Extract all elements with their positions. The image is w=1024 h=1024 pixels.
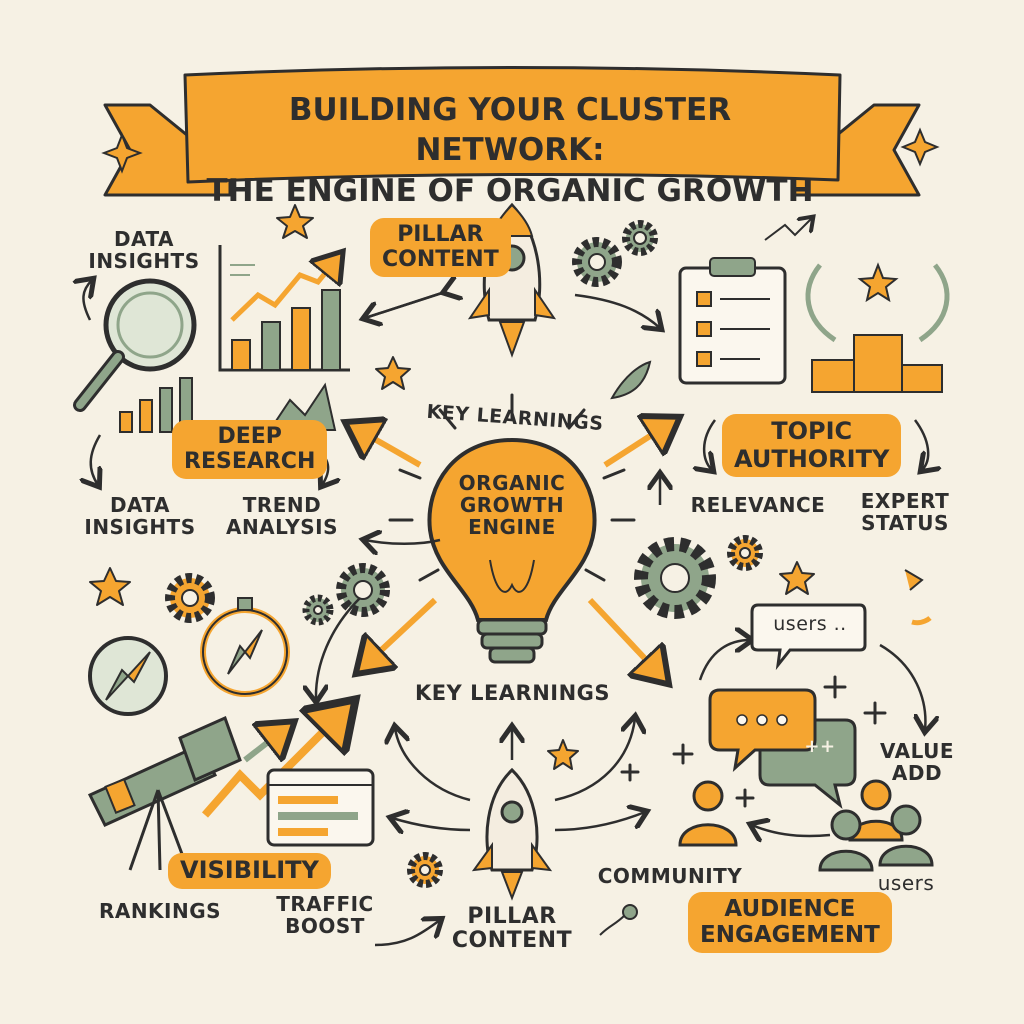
deep-research-badge: DEEP RESEARCH bbox=[172, 420, 328, 479]
compass-icon bbox=[88, 597, 290, 716]
relevance-label: RELEVANCE bbox=[690, 493, 826, 517]
banner-title: BUILDING YOUR CLUSTER NETWORK: THE ENGIN… bbox=[206, 92, 814, 209]
title-banner bbox=[103, 66, 921, 197]
users-bubble-label: users .. bbox=[773, 613, 847, 635]
award-podium-icon bbox=[805, 262, 950, 393]
bubble-plus-label: ++ bbox=[804, 736, 836, 757]
leaf-icon bbox=[599, 360, 932, 936]
value-add-label: VALUE ADD bbox=[879, 739, 955, 785]
checklist-icon bbox=[678, 218, 812, 385]
trend-analysis-label: TREND ANALYSIS bbox=[225, 493, 339, 539]
pillar-content-bottom-label: PILLAR CONTENT bbox=[451, 904, 573, 954]
telescope-icon bbox=[87, 715, 242, 871]
community-label: COMMUNITY bbox=[597, 864, 743, 888]
connector-arrows bbox=[83, 280, 928, 947]
rocket-icon-bottom bbox=[471, 767, 553, 901]
pillar-content-top-badge: PILLAR CONTENT bbox=[370, 218, 511, 277]
audience-engagement-badge: AUDIENCE ENGAGEMENT bbox=[688, 892, 892, 953]
speech-bubble-icon bbox=[708, 603, 867, 809]
key-learnings-label: KEY LEARNINGS bbox=[414, 681, 611, 705]
users-icon bbox=[678, 779, 934, 872]
rankings-label: RANKINGS bbox=[98, 899, 222, 923]
traffic-boost-label: TRAFFIC BOOST bbox=[276, 892, 374, 938]
growth-chart-icon bbox=[218, 245, 350, 372]
expert-status-label: EXPERT STATUS bbox=[860, 489, 950, 535]
star-icon bbox=[89, 204, 815, 770]
magnifier-icon bbox=[73, 278, 197, 412]
users-label: users bbox=[877, 871, 935, 895]
bulb-label: ORGANIC GROWTH ENGINE bbox=[458, 471, 566, 539]
lightbulb-icon bbox=[388, 393, 636, 664]
sparkle-icon bbox=[101, 127, 940, 174]
visibility-badge: VISIBILITY bbox=[168, 853, 331, 889]
topic-authority-badge: TOPIC AUTHORITY bbox=[722, 414, 902, 478]
data-insights-top-label: DATA INSIGHTS bbox=[88, 227, 200, 273]
data-insights-bottom-label: DATA INSIGHTS bbox=[84, 493, 196, 539]
traffic-growth-icon bbox=[201, 705, 375, 847]
plus-icon bbox=[620, 675, 887, 808]
gear-icon bbox=[165, 220, 763, 888]
